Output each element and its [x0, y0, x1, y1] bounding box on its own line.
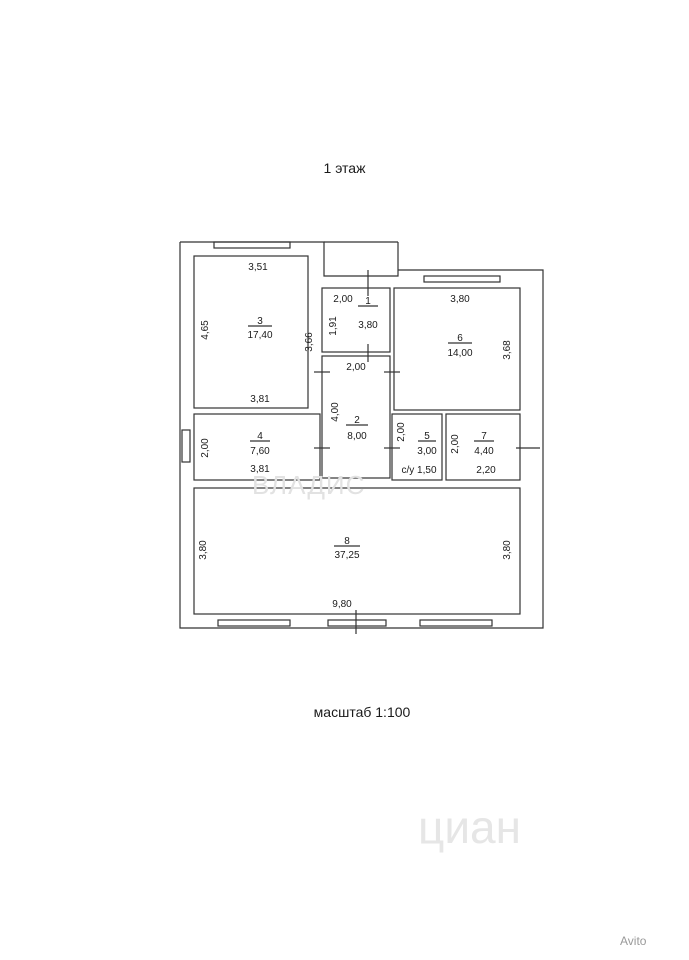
room-6-number: 6	[457, 333, 463, 344]
room-4-outline	[193, 413, 321, 481]
scale-caption: масштаб 1:100	[313, 704, 411, 720]
dim-corridor-side: 4,00	[330, 402, 341, 422]
room-8-number: 8	[344, 536, 350, 547]
dim-room7-bottom: 2,20	[476, 465, 496, 476]
room-4-area: 7,60	[250, 446, 270, 457]
room-1-outline	[321, 287, 391, 353]
window-room8-left	[217, 619, 291, 627]
room-7-area: 4,40	[474, 446, 494, 457]
room-8-outline	[193, 487, 521, 615]
dim-room5-left: 2,00	[396, 422, 407, 442]
room-4-number: 4	[257, 431, 263, 442]
dim-room1-top: 2,00	[333, 294, 353, 305]
dim-room3-top: 3,51	[248, 262, 268, 273]
dim-room6-top: 3,80	[450, 294, 470, 305]
dim-room3-left: 4,65	[200, 320, 211, 340]
room-3-number: 3	[257, 316, 263, 327]
agency-watermark: ВЛАДИС	[252, 470, 366, 500]
window-room4	[181, 429, 191, 463]
dim-room4-bottom: 3,81	[250, 464, 270, 475]
dim-room1-left: 1,91	[328, 316, 339, 336]
dim-room5-bottom: с/у 1,50	[401, 465, 436, 476]
cian-watermark: циан	[418, 801, 522, 853]
room-7-number: 7	[481, 431, 487, 442]
floor-title: 1 этаж	[323, 160, 366, 176]
window-room3	[213, 241, 291, 249]
dim-room3-bottom: 3,81	[250, 394, 270, 405]
avito-watermark: Avito	[620, 934, 647, 948]
dim-room6-right: 3,68	[502, 340, 513, 360]
room-2-area: 8,00	[347, 431, 367, 442]
room-8-area: 37,25	[334, 550, 359, 561]
dim-room8-right: 3,80	[502, 540, 513, 560]
room-5-outline	[391, 413, 443, 481]
room-2-outline	[321, 355, 391, 479]
room-1-number: 1	[365, 296, 371, 307]
window-room6	[423, 275, 501, 283]
dim-room8-bottom: 9,80	[332, 599, 352, 610]
dim-room3-right: 3,66	[304, 332, 315, 352]
dim-room7-left: 2,00	[450, 434, 461, 454]
room-5-number: 5	[424, 431, 430, 442]
room-7-outline	[445, 413, 521, 481]
room-3-area: 17,40	[247, 330, 272, 341]
room-1-area: 3,80	[358, 320, 378, 331]
room-3-outline	[193, 255, 309, 409]
room-6-outline	[393, 287, 521, 411]
room-6-area: 14,00	[447, 348, 472, 359]
dim-corridor-top: 2,00	[346, 362, 366, 373]
dim-room4-left: 2,00	[200, 438, 211, 458]
room-2-number: 2	[354, 415, 360, 426]
window-room8-right	[419, 619, 493, 627]
room-5-area: 3,00	[417, 446, 437, 457]
dim-room8-left: 3,80	[198, 540, 209, 560]
window-room8-mid	[327, 619, 387, 627]
outer-wall	[179, 241, 544, 629]
